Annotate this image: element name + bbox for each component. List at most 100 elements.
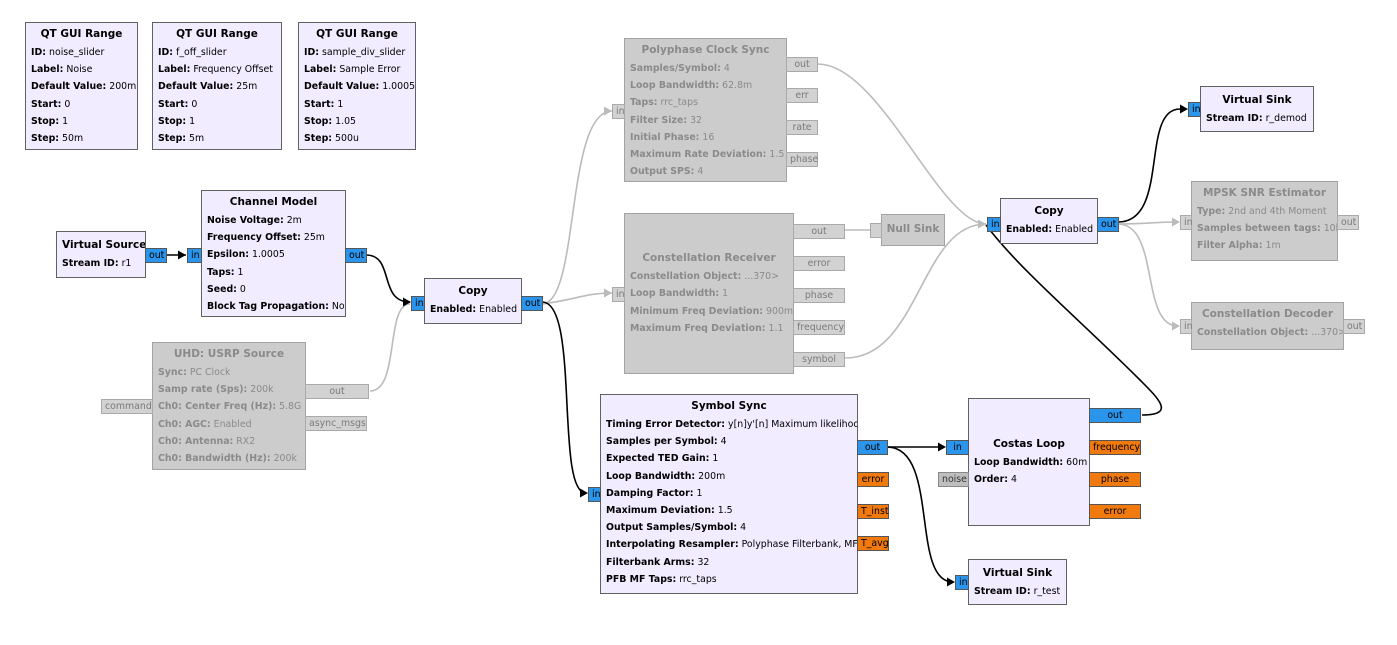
constellation-rx-out-port[interactable]: out — [793, 224, 845, 239]
copy2-out-port[interactable]: out — [1097, 217, 1119, 232]
costas-loop-in-port[interactable]: in — [946, 440, 969, 455]
null-sink-in-port[interactable]: in — [870, 223, 882, 238]
param-value: 1 — [189, 115, 196, 127]
block-param: Ch0: Bandwidth (Hz): 200k — [158, 450, 300, 467]
channel-model-in-port[interactable]: in — [187, 248, 202, 263]
block-title: Symbol Sync — [691, 400, 767, 412]
constellation-rx-symbol-port[interactable]: symbol — [793, 352, 845, 367]
polyphase-err-port[interactable]: err — [786, 88, 818, 103]
block-param: Noise Voltage: 2m — [207, 212, 340, 229]
param-key: Step: — [31, 133, 60, 145]
block-param: Order: 4 — [974, 471, 1084, 488]
block-param: Default Value: 1.0005 — [304, 78, 415, 95]
param-key: Samp rate (Sps): — [158, 384, 248, 396]
constellation-decoder-in-port[interactable]: in — [1180, 319, 1193, 334]
channel-model-out-port[interactable]: out — [345, 248, 367, 263]
virtual-sink-demod-in-port[interactable]: in — [1188, 102, 1201, 117]
wire-crx-symbol-to-copy2 — [844, 223, 987, 359]
copy1-in-port[interactable]: in — [411, 296, 425, 311]
symbol-sync-t-inst-port[interactable]: T_inst — [857, 504, 889, 519]
param-key: Ch0: Center Freq (Hz): — [158, 401, 277, 413]
block-param: Samples per Symbol: 4 — [606, 433, 852, 450]
wire-usrp-to-copy1 — [369, 303, 411, 392]
usrp-out-port[interactable]: out — [305, 384, 369, 399]
param-value: 60m — [1066, 456, 1088, 468]
constellation-rx-error-port[interactable]: error — [793, 256, 845, 271]
param-value: 1 — [62, 115, 69, 127]
symbol-sync-t-avg-port[interactable]: T_avg — [857, 536, 889, 551]
block-param: Loop Bandwidth: 60m — [974, 454, 1088, 471]
param-key: Default Value: — [304, 81, 380, 93]
block-param: Constellation Object: ...370> — [630, 268, 788, 285]
param-value: Enabled — [213, 418, 252, 430]
param-key: Start: — [31, 98, 62, 110]
param-key: Loop Bandwidth: — [974, 456, 1064, 468]
virtual-source-out-port[interactable]: out — [145, 248, 167, 263]
polyphase-in-port[interactable]: in — [612, 104, 625, 119]
param-value: 25m — [303, 232, 325, 244]
arrow-vsink-demod-in — [1180, 104, 1188, 114]
param-value: Enabled — [479, 304, 518, 316]
constellation-rx-in-port[interactable]: in — [612, 287, 625, 302]
block-param: Loop Bandwidth: 1 — [630, 285, 788, 302]
constellation-rx-phase-port[interactable]: phase — [793, 288, 845, 303]
copy2-in-port[interactable]: in — [987, 217, 1001, 232]
copy1-out-port[interactable]: out — [521, 296, 543, 311]
costas-loop-error-port[interactable]: error — [1089, 504, 1141, 519]
costas-loop-frequency-port[interactable]: frequency — [1089, 440, 1141, 455]
costas-loop-out-port[interactable]: out — [1089, 408, 1141, 423]
block-param: Seed: 0 — [207, 281, 340, 298]
param-value: 1.05 — [335, 115, 356, 127]
block-title: MPSK SNR Estimator — [1202, 187, 1327, 199]
costas-loop-noise-port[interactable]: noise — [938, 472, 969, 487]
block-param: ID: sample_div_slider — [304, 44, 410, 61]
mpsk-snr-out-port[interactable]: out — [1337, 215, 1359, 230]
virtual-sink-test-in-port[interactable]: in — [955, 575, 969, 590]
mpsk-snr-in-port[interactable]: in — [1180, 215, 1193, 230]
param-value: 1.1 — [768, 322, 784, 334]
polyphase-phase-port[interactable]: phase — [786, 152, 818, 167]
constellation-decoder-out-port[interactable]: out — [1343, 319, 1365, 334]
arrow-channel-in — [178, 250, 186, 260]
param-value: 1.5 — [717, 505, 733, 517]
param-value: Enabled — [1055, 224, 1094, 236]
polyphase-out-port[interactable]: out — [786, 57, 818, 72]
null-sink-block[interactable]: Null Sink — [881, 214, 945, 246]
param-key: Filter Alpha: — [1197, 240, 1263, 252]
symbol-sync-out-port[interactable]: out — [857, 440, 888, 455]
param-value: 1 — [337, 98, 344, 110]
usrp-command-port[interactable]: command — [101, 399, 153, 414]
symbol-sync-in-port[interactable]: in — [588, 487, 601, 502]
param-key: Label: — [31, 64, 64, 76]
polyphase-rate-port[interactable]: rate — [786, 120, 818, 135]
param-value: 200k — [273, 453, 297, 465]
usrp-async-msgs-port[interactable]: async_msgs — [305, 416, 367, 431]
block-param: Samples between tags: 10k — [1197, 220, 1337, 237]
wire-copy1-to-polyphase — [541, 110, 613, 305]
block-param: Epsilon: 1.0005 — [207, 246, 340, 263]
symbol-sync-error-port[interactable]: error — [857, 472, 889, 487]
constellation-rx-frequency-port[interactable]: frequency — [793, 320, 845, 335]
costas-loop-phase-port[interactable]: phase — [1089, 472, 1141, 487]
arrow-copy2-in — [978, 219, 986, 229]
block-title: Costas Loop — [993, 437, 1065, 450]
param-value: r1 — [121, 258, 132, 269]
block-param: Step: 500u — [304, 130, 410, 147]
param-value: ...370> — [744, 271, 779, 283]
